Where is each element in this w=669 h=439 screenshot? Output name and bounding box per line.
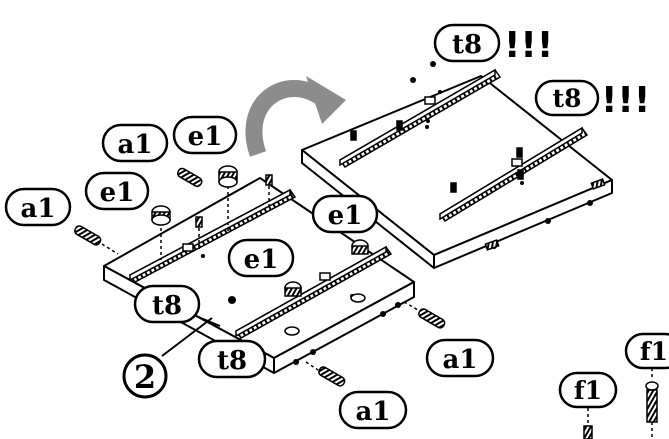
flipped-panel-dowels [484, 178, 606, 251]
label-e1-upper: e1 [172, 115, 238, 155]
flipped-panel [301, 61, 613, 269]
label-f1-right: f1 [624, 332, 669, 370]
label-t8-right: t8 !!! [534, 79, 650, 121]
dowel-a1-bottom [305, 361, 346, 387]
assembly-rail-bottom [234, 245, 393, 339]
label-t8-bottom: t8 [197, 339, 267, 379]
warning-marks-top: !!! [504, 25, 553, 66]
label-a1-upper: a1 [101, 123, 169, 163]
svg-text:t8: t8 [553, 84, 582, 113]
dowel-a1-right [403, 301, 446, 329]
label-a1-right: a1 [425, 338, 495, 378]
svg-text:a1: a1 [118, 130, 153, 160]
svg-text:e1: e1 [100, 178, 135, 208]
leg-bolt-f1-small [583, 408, 593, 439]
assembly-screws [195, 174, 273, 252]
flipped-panel-screws [350, 120, 524, 193]
leg-bolt-f1-large [645, 368, 659, 439]
dowel-a1-upper [176, 167, 203, 188]
svg-text:t8: t8 [452, 30, 482, 60]
svg-text:a1: a1 [356, 397, 391, 427]
label-a1-left: a1 [4, 187, 72, 227]
cam-lock-e1-inserted [284, 239, 369, 297]
svg-text:a1: a1 [21, 194, 56, 224]
cam-lock-e1-left [151, 205, 171, 260]
flip-arrow [245, 76, 346, 157]
label-t8-left: t8 [133, 284, 221, 327]
svg-text:e1: e1 [188, 122, 223, 152]
cam-lock-e1-right [218, 165, 238, 232]
svg-text:e1: e1 [244, 245, 279, 275]
svg-text:f1: f1 [574, 376, 602, 405]
svg-text:e1: e1 [328, 201, 363, 231]
label-f1-left: f1 [558, 371, 618, 409]
svg-text:a1: a1 [443, 345, 478, 375]
assembly-holes [284, 293, 366, 336]
warning-marks-right: !!! [601, 80, 650, 121]
svg-text:t8: t8 [217, 346, 247, 376]
svg-text:f1: f1 [640, 337, 668, 366]
flipped-panel-rail-top [338, 68, 502, 168]
dowel-a1-far-left [74, 225, 119, 255]
svg-text:2: 2 [134, 358, 156, 396]
step-number: 2 [122, 317, 213, 399]
label-e1-center: e1 [227, 238, 295, 278]
label-e1-left: e1 [84, 171, 150, 211]
label-a1-bottom: a1 [338, 390, 408, 430]
label-e1-right: e1 [311, 194, 379, 234]
assembly-rail-top [128, 188, 297, 283]
svg-text:t8: t8 [152, 291, 182, 321]
label-t8-top: t8 !!! [433, 23, 553, 66]
flipped-panel-rail-bottom [438, 126, 589, 223]
